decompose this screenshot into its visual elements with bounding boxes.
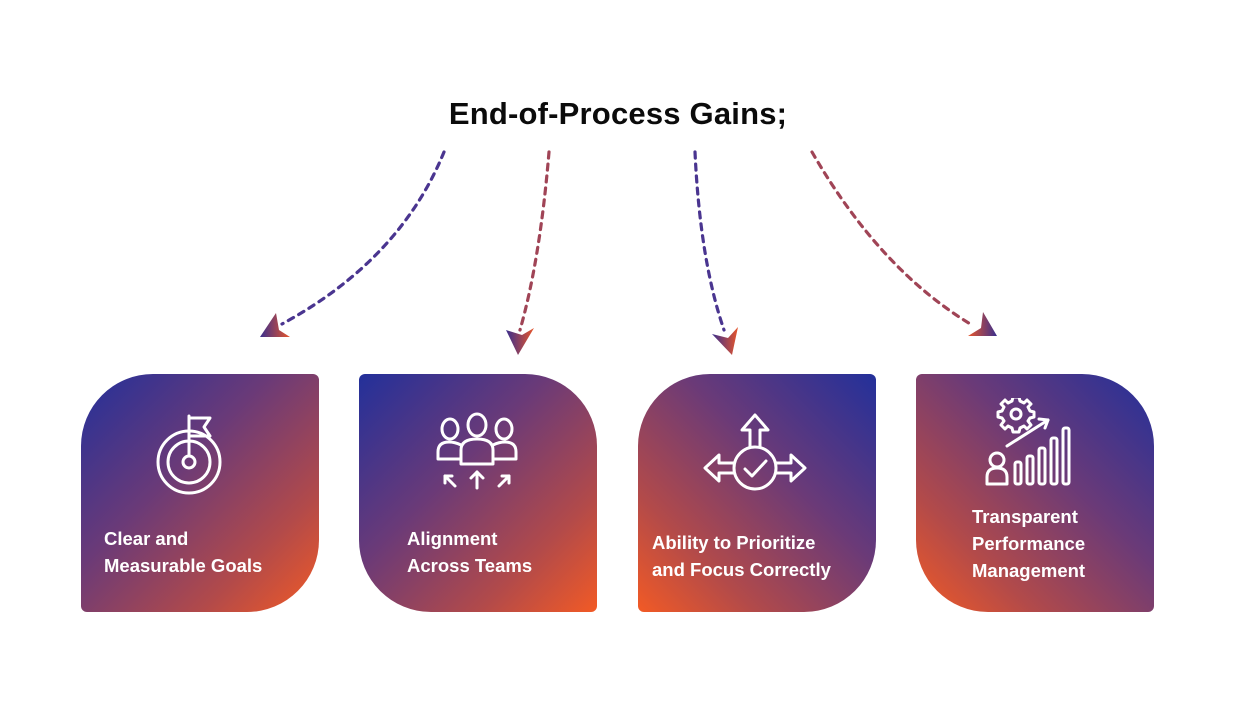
gain-card-performance-management: Transparent Performance Management bbox=[916, 374, 1154, 612]
gear-icon bbox=[996, 395, 1036, 434]
page-title: End-of-Process Gains; bbox=[448, 96, 788, 131]
card-label: Transparent Performance Management bbox=[972, 506, 1086, 581]
arrow-3 bbox=[693, 150, 738, 355]
performance-growth-icon bbox=[984, 395, 1074, 491]
gain-card-clear-goals: Clear and Measurable Goals bbox=[81, 374, 319, 612]
arrow-2-line bbox=[518, 150, 551, 332]
arrow-4-line bbox=[810, 150, 974, 327]
arrow-1 bbox=[260, 150, 446, 337]
arrow-4-head bbox=[968, 312, 997, 336]
arrow-2-head bbox=[506, 328, 534, 355]
arrow-3-line bbox=[693, 150, 726, 332]
arrow-3-head bbox=[712, 327, 738, 355]
arrow-4 bbox=[810, 150, 997, 336]
arrow-1-line bbox=[280, 150, 446, 326]
arrow-1-head bbox=[260, 313, 290, 337]
team-alignment-icon bbox=[435, 412, 519, 497]
gain-card-prioritize-focus: Ability to Prioritize and Focus Correctl… bbox=[638, 374, 876, 612]
target-flag-icon bbox=[153, 412, 225, 503]
card-label: Ability to Prioritize and Focus Correctl… bbox=[652, 532, 831, 580]
arrow-2 bbox=[506, 150, 551, 355]
card-label: Clear and Measurable Goals bbox=[104, 528, 263, 576]
gain-card-team-alignment: Alignment Across Teams bbox=[359, 374, 597, 612]
prioritize-check-icon bbox=[702, 412, 808, 501]
card-label: Alignment Across Teams bbox=[407, 528, 533, 576]
